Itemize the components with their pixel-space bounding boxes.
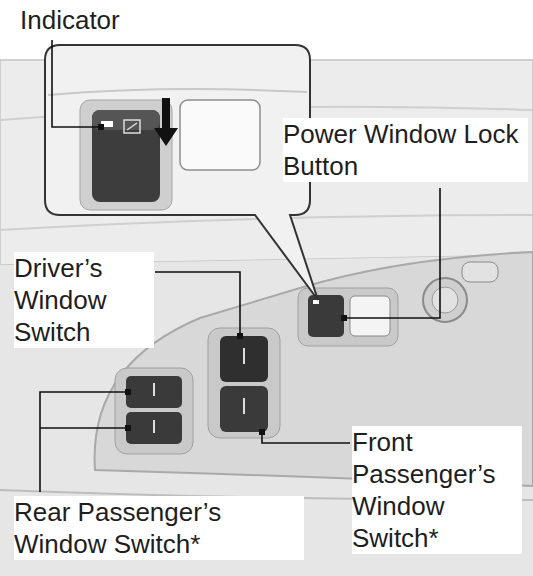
switch-recess xyxy=(115,368,193,454)
callout-label: Power Window Lock Button xyxy=(283,118,528,182)
switch-recess xyxy=(298,288,398,346)
lock-button xyxy=(308,295,344,337)
callout-label: Rear Passenger’s Window Switch* xyxy=(14,496,304,560)
switch-recess xyxy=(208,328,280,438)
callout-label: Indicator xyxy=(20,4,220,36)
rocker-switch xyxy=(126,412,182,444)
switch-recess xyxy=(80,100,172,210)
rocker-switch xyxy=(126,376,182,408)
press-arrow xyxy=(154,98,178,146)
mirror-knob xyxy=(423,278,467,322)
callout-label: Front Passenger’s Window Switch* xyxy=(352,426,522,554)
button xyxy=(350,296,390,336)
lock-icon xyxy=(124,120,140,133)
rocker-switch xyxy=(220,336,268,382)
mirror-selector xyxy=(462,262,498,282)
lock-button xyxy=(92,110,160,202)
callout-label: Driver’s Window Switch xyxy=(14,252,154,348)
button xyxy=(180,100,260,170)
rocker-switch xyxy=(220,386,268,432)
